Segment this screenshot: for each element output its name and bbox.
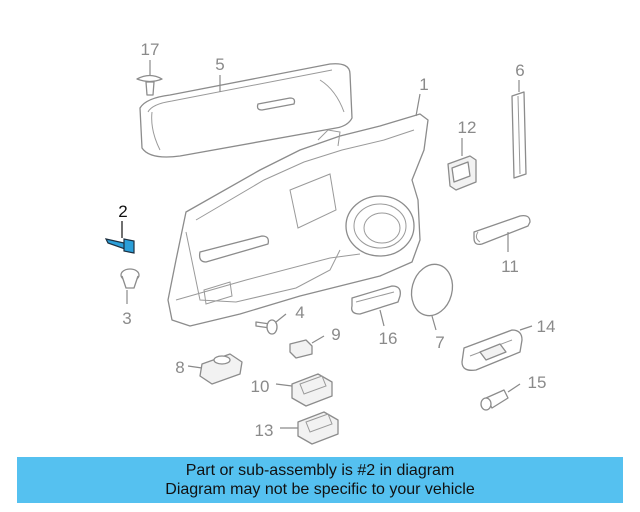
part-10-window-switch — [275, 373, 333, 407]
parts-diagram: 17 5 1 6 12 2 11 3 4 9 16 7 14 8 10 15 1… — [104, 40, 556, 445]
part-9-clip — [289, 335, 325, 359]
callout-15: 15 — [528, 373, 547, 392]
callout-8: 8 — [175, 358, 184, 377]
part-7-speaker-cover — [410, 263, 454, 331]
callout-4: 4 — [295, 303, 304, 322]
part-4-bolt — [255, 313, 287, 335]
part-14-handle-housing — [461, 325, 533, 371]
callout-5: 5 — [215, 55, 224, 74]
callout-13: 13 — [255, 421, 274, 440]
info-banner: Part or sub-assembly is #2 in diagram Di… — [17, 457, 623, 503]
callout-11: 11 — [501, 257, 519, 276]
callout-9: 9 — [331, 325, 340, 344]
callout-10: 10 — [251, 377, 270, 396]
part-2-screw — [104, 221, 135, 254]
part-6-trim-strip — [511, 80, 527, 179]
callout-3: 3 — [122, 309, 131, 328]
callout-1: 1 — [419, 75, 428, 94]
part-16-armrest — [351, 285, 401, 327]
callout-12: 12 — [458, 118, 477, 137]
part-5-upper-trim — [139, 63, 353, 158]
part-8-switch — [187, 353, 243, 385]
callout-14: 14 — [537, 317, 556, 336]
callout-16: 16 — [379, 329, 398, 348]
callout-7: 7 — [435, 333, 444, 352]
part-1-door-panel — [167, 93, 429, 327]
part-3-grommet — [120, 268, 140, 304]
banner-line-1: Part or sub-assembly is #2 in diagram — [185, 462, 455, 479]
callout-17: 17 — [141, 40, 160, 59]
banner-line-2: Diagram may not be specific to your vehi… — [165, 481, 475, 498]
part-11-handle — [473, 214, 531, 252]
part-12-switch-housing — [447, 138, 477, 191]
part-17-clip — [136, 60, 163, 96]
part-13-window-switch — [280, 411, 339, 445]
part-15-bulb — [480, 383, 521, 411]
callout-2: 2 — [118, 202, 127, 221]
callout-6: 6 — [515, 61, 524, 80]
